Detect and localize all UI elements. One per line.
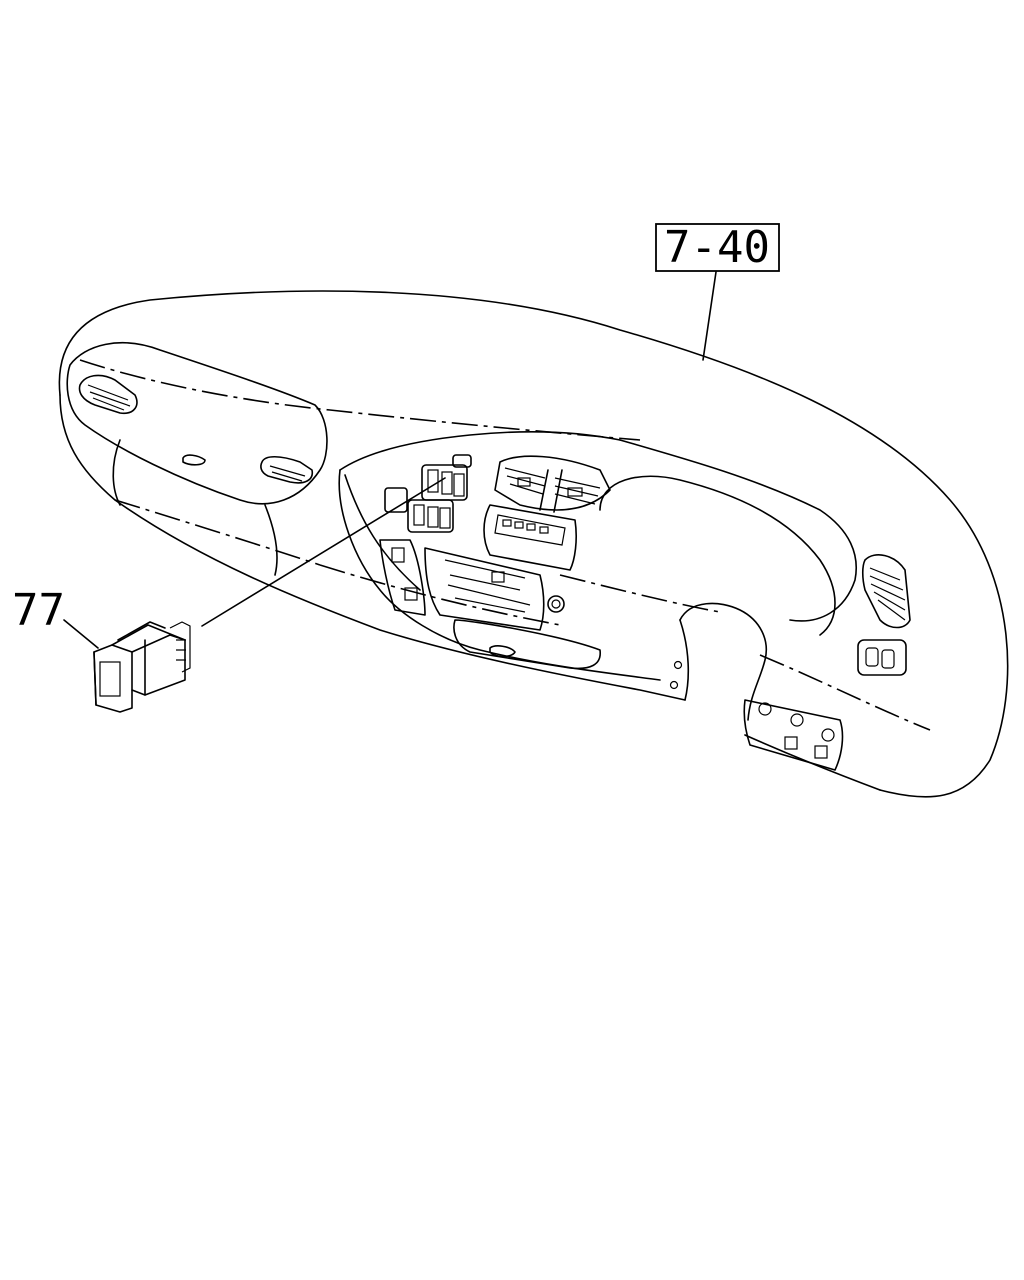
switch-part — [93, 621, 191, 713]
leader-line-part-77 — [201, 477, 446, 627]
leader-line-callout-77 — [63, 619, 99, 649]
assembly-ref-label: 7-40 — [664, 222, 770, 273]
leader-line-assembly — [702, 271, 717, 361]
assembly-ref-box — [655, 223, 780, 272]
instrument-panel — [58, 290, 1009, 798]
part-number-label: 77 — [12, 585, 65, 636]
